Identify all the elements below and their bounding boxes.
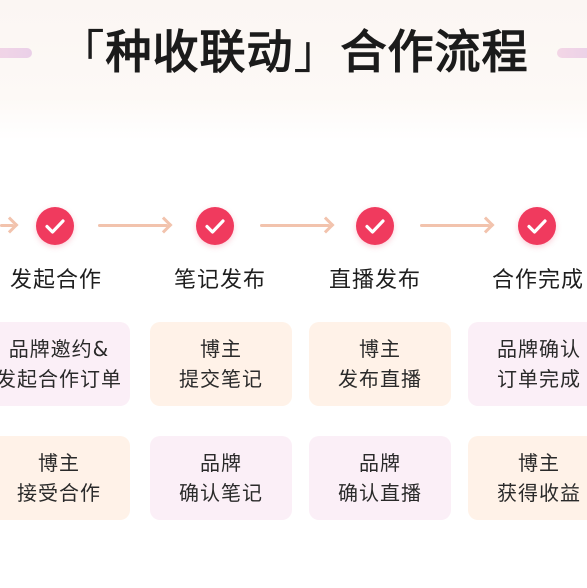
card-step-1-action-2: 博主 接受合作 [0,436,130,520]
card-step-4-action-1: 品牌确认 订单完成 [468,322,587,406]
title-bracket-close: 」 [293,25,341,79]
card-line-1: 博主 [38,451,80,475]
header-band [0,0,587,140]
step-label-4: 合作完成 [491,268,584,293]
card-line-1: 品牌确认 [497,337,581,361]
arrow-right-icon [0,224,14,227]
card-step-4-action-2: 博主 获得收益 [468,436,587,520]
title-main: 种收联动 [105,25,294,79]
title-decoration-right [557,48,587,58]
card-line-1: 博主 [359,337,401,361]
page-title: 「种收联动」合作流程 [0,14,587,90]
arrow-right-icon [260,224,330,227]
flow-timeline [0,203,587,249]
title-area: 「种收联动」合作流程 [0,14,587,94]
step-label-2: 笔记发布 [173,268,266,293]
card-step-2-action-1: 博主 提交笔记 [150,322,292,406]
check-circle-icon [518,207,556,245]
title-suffix: 合作流程 [340,25,529,79]
card-step-3-action-1: 博主 发布直播 [309,322,451,406]
card-line-2: 确认笔记 [179,481,263,505]
card-line-2: 发起合作订单 [0,367,122,391]
card-step-1-action-1: 品牌邀约& 发起合作订单 [0,322,130,406]
check-circle-icon [196,207,234,245]
title-decoration-left [0,48,32,58]
card-step-2-action-2: 品牌 确认笔记 [150,436,292,520]
card-line-1: 品牌邀约& [8,337,110,361]
card-line-2: 获得收益 [497,481,581,505]
check-circle-icon [356,207,394,245]
card-line-2: 发布直播 [338,367,422,391]
card-line-2: 订单完成 [497,367,581,391]
step-label-3: 直播发布 [328,268,421,293]
card-line-1: 品牌 [359,451,401,475]
card-line-2: 提交笔记 [179,367,263,391]
arrow-right-icon [420,224,490,227]
arrow-right-icon [98,224,168,227]
step-label-1: 发起合作 [9,268,102,293]
card-line-2: 接受合作 [17,481,101,505]
card-line-2: 确认直播 [338,481,422,505]
card-line-1: 博主 [518,451,560,475]
title-bracket-open: 「 [58,25,106,79]
card-step-3-action-2: 品牌 确认直播 [309,436,451,520]
card-line-1: 博主 [200,337,242,361]
card-line-1: 品牌 [200,451,242,475]
check-circle-icon [36,207,74,245]
